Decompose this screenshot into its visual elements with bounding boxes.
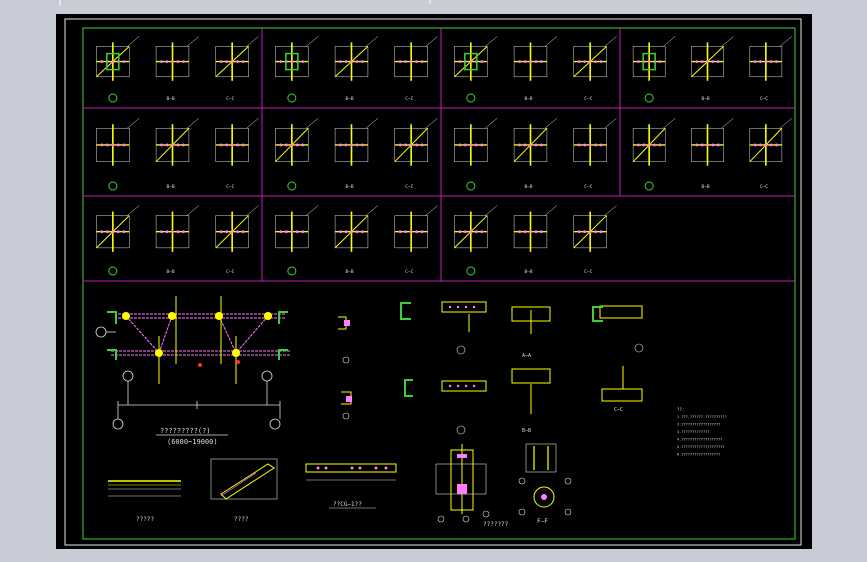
drawing-sheet: B—B C—C B—B C—C B—B C—C B—B C—C B—B C—C B—B C—C B—B C…: [64, 18, 802, 546]
detail-drawing: [96, 36, 140, 103]
notes-heading: ??:: [677, 407, 684, 412]
small-detail-2: ????: [210, 458, 278, 523]
detail-cell: B—B C—C: [454, 118, 617, 191]
channel-details: A—A B—B C—C: [338, 301, 644, 435]
detail-drawing: [454, 205, 498, 276]
bar-cg1-title: ??CG—1??: [333, 501, 362, 508]
detail-cells: B—B C—C B—B C—C B—B C—C B—B C—C B—B C—C B—B C—C B—B C…: [96, 36, 793, 276]
detail-drawing: C—C: [573, 205, 617, 275]
detail-drawing: B—B: [334, 205, 379, 275]
detail-cell: B—B C—C: [454, 36, 617, 103]
column-base-detail: ??????? F—F: [435, 443, 572, 528]
section-label: B—B: [702, 96, 710, 102]
detail-cell: B—B C—C: [96, 36, 259, 103]
small-detail-1: ?????: [108, 480, 181, 523]
section-label: C—C: [760, 184, 768, 190]
note-line: 5.????????????????????: [677, 445, 725, 449]
detail-cell: B—B C—C: [96, 118, 259, 191]
detail-drawing: [454, 36, 498, 103]
detail-drawing: C—C: [749, 36, 793, 102]
section-label: C—C: [760, 96, 768, 102]
detail-drawing: [96, 118, 140, 191]
detail-drawing: C—C: [573, 118, 617, 190]
detail-drawing: [275, 205, 319, 276]
section-label: C—C: [584, 184, 592, 190]
section-bb-label: B—B: [522, 428, 531, 434]
detail-drawing: C—C: [749, 118, 793, 190]
detail-drawing: C—C: [215, 205, 259, 275]
detail-cell: B—B C—C: [275, 205, 438, 276]
detail-drawing: B—B: [513, 118, 558, 190]
detail-drawing: B—B: [334, 118, 379, 190]
detail-drawing: [275, 36, 319, 103]
note-line: 1.???,??????,??????????: [677, 415, 727, 419]
detail-drawing: [632, 36, 676, 103]
note-line: 6.??????????????????: [677, 453, 720, 457]
section-label: B—B: [525, 184, 533, 190]
detail-drawing: B—B: [691, 36, 734, 102]
section-cc-label: C—C: [614, 407, 623, 413]
section-label: C—C: [405, 184, 413, 190]
detail-drawing: C—C: [394, 118, 438, 190]
section-label: B—B: [346, 184, 354, 190]
section-label: C—C: [226, 96, 234, 102]
detail-drawing: B—B: [155, 36, 200, 102]
section-label: B—B: [346, 269, 354, 275]
section-label: C—C: [226, 269, 234, 275]
detail-drawing: B—B: [155, 205, 200, 275]
detail-drawing: C—C: [215, 118, 259, 190]
section-label: B—B: [167, 184, 175, 190]
detail-drawing: B—B: [513, 36, 558, 102]
section-ff-label: F—F: [537, 518, 548, 525]
inner-frame: [82, 27, 796, 540]
detail-drawing: C—C: [394, 36, 438, 102]
section-label: C—C: [226, 184, 234, 190]
detail-drawing: B—B: [691, 118, 734, 190]
drawing-canvas[interactable]: B—B C—C B—B C—C B—B C—C B—B C—C B—B C—C B—B C—C B—B C…: [56, 14, 812, 549]
detail-cell: B—B C—C: [632, 118, 793, 191]
section-label: C—C: [405, 96, 413, 102]
detail-drawing: C—C: [573, 36, 617, 102]
detail-cell: B—B C—C: [632, 36, 793, 103]
frame-elevation: ?????????(?) (6000~19000): [95, 296, 290, 446]
detail-drawing: B—B: [513, 205, 558, 275]
frame-title: ?????????(?): [160, 427, 211, 435]
detail-cell: B—B C—C: [454, 205, 617, 276]
note-line: 2.??????????????????: [677, 423, 720, 427]
section-label: B—B: [525, 96, 533, 102]
detail-cell: B—B C—C: [96, 205, 259, 276]
top-ruler: [59, 0, 431, 6]
detail-drawing: B—B: [155, 118, 200, 190]
section-label: B—B: [702, 184, 710, 190]
section-label: C—C: [584, 96, 592, 102]
section-aa-label: A—A: [522, 353, 531, 359]
detail-grid: [83, 28, 795, 282]
note-line: 3.?????????????: [677, 430, 709, 434]
outer-frame: [64, 18, 802, 546]
frame-range: (6000~19000): [167, 438, 218, 446]
section-label: B—B: [167, 269, 175, 275]
detail-cell: B—B C—C: [275, 118, 438, 191]
section-label: C—C: [405, 269, 413, 275]
detail-cell: B—B C—C: [275, 36, 438, 103]
detail-drawing: C—C: [394, 205, 438, 275]
section-label: C—C: [584, 269, 592, 275]
section-label: B—B: [346, 96, 354, 102]
section-label: B—B: [525, 269, 533, 275]
detail-drawing: [454, 118, 498, 191]
column-detail-title: ???????: [483, 521, 509, 528]
detail-drawing: [275, 118, 319, 191]
detail-drawing: [96, 205, 140, 276]
detail-drawing: C—C: [215, 36, 259, 102]
small-detail-2-title: ????: [234, 516, 249, 523]
bar-cg1: ??CG—1??: [305, 463, 397, 509]
note-line: 4.???????????????????: [677, 438, 722, 442]
detail-drawing: [632, 118, 676, 191]
notes-block: ??: 1.???,??????,?????????? 2.???????????…: [677, 407, 727, 457]
section-label: B—B: [167, 96, 175, 102]
small-detail-1-title: ?????: [136, 516, 154, 523]
detail-drawing: B—B: [334, 36, 379, 102]
